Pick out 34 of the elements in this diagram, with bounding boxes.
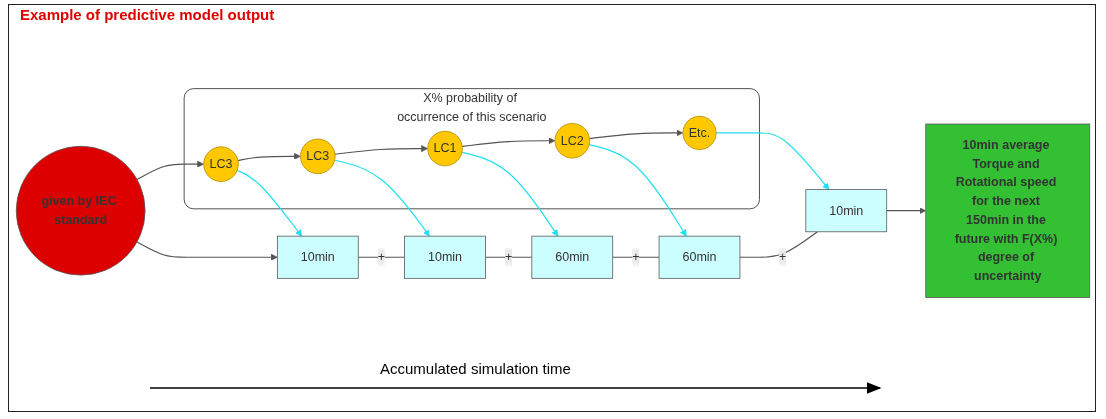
arrow <box>334 159 430 237</box>
node-box: 60min <box>531 235 614 279</box>
arrow <box>237 152 301 162</box>
edge-label: + <box>377 250 386 264</box>
connector <box>357 256 406 258</box>
arrow <box>588 144 687 237</box>
diagram-title: Example of predictive model output <box>20 6 275 23</box>
arrow <box>334 145 429 155</box>
node-box: 10min <box>404 235 486 279</box>
axis-label: Accumulated simulation time <box>380 360 571 377</box>
arrow <box>715 132 830 190</box>
node-circle: LC3 <box>300 138 336 175</box>
connector <box>612 256 660 258</box>
arrow <box>236 169 302 237</box>
edge-label: + <box>779 250 787 264</box>
edge-label: + <box>505 250 513 264</box>
node-circle: Etc. <box>682 115 717 150</box>
node-circle: LC2 <box>554 123 590 159</box>
edge-label: + <box>632 250 640 264</box>
node-circle: LC3 <box>203 146 239 182</box>
arrow <box>461 151 559 237</box>
node-circle: LC1 <box>427 130 463 167</box>
connector <box>484 256 533 258</box>
node-box: 10min average Torque and Rotational speed for the next 150min in the future with F(X%) degree of uncertainty <box>925 123 1091 298</box>
arrow <box>136 160 204 181</box>
arrow <box>461 137 556 147</box>
node-box: 10min <box>276 235 359 279</box>
arrow <box>588 129 684 140</box>
arrow <box>886 207 927 215</box>
node-box: 60min <box>658 235 741 279</box>
node-box: 10min <box>805 189 888 233</box>
arrow <box>136 241 278 261</box>
connector <box>739 231 819 258</box>
node-circle: given by IEC standard <box>15 145 146 276</box>
